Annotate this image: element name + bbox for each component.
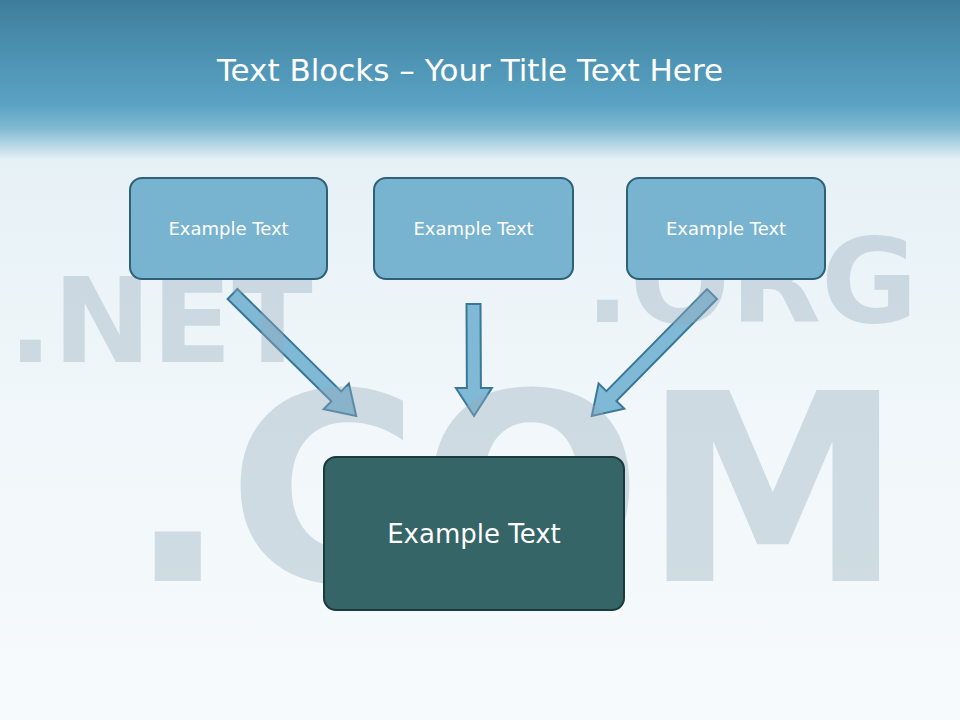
text-block: Example Text [626, 177, 826, 280]
box-text: Example Text [666, 218, 786, 239]
box-text: Example Text [168, 218, 288, 239]
box-text: Example Text [413, 218, 533, 239]
result-box: Example Text [323, 456, 625, 611]
slide-title: Text Blocks – Your Title Text Here [0, 52, 940, 88]
box-text: Example Text [387, 519, 561, 549]
text-block: Example Text [373, 177, 574, 280]
text-block: Example Text [129, 177, 328, 280]
